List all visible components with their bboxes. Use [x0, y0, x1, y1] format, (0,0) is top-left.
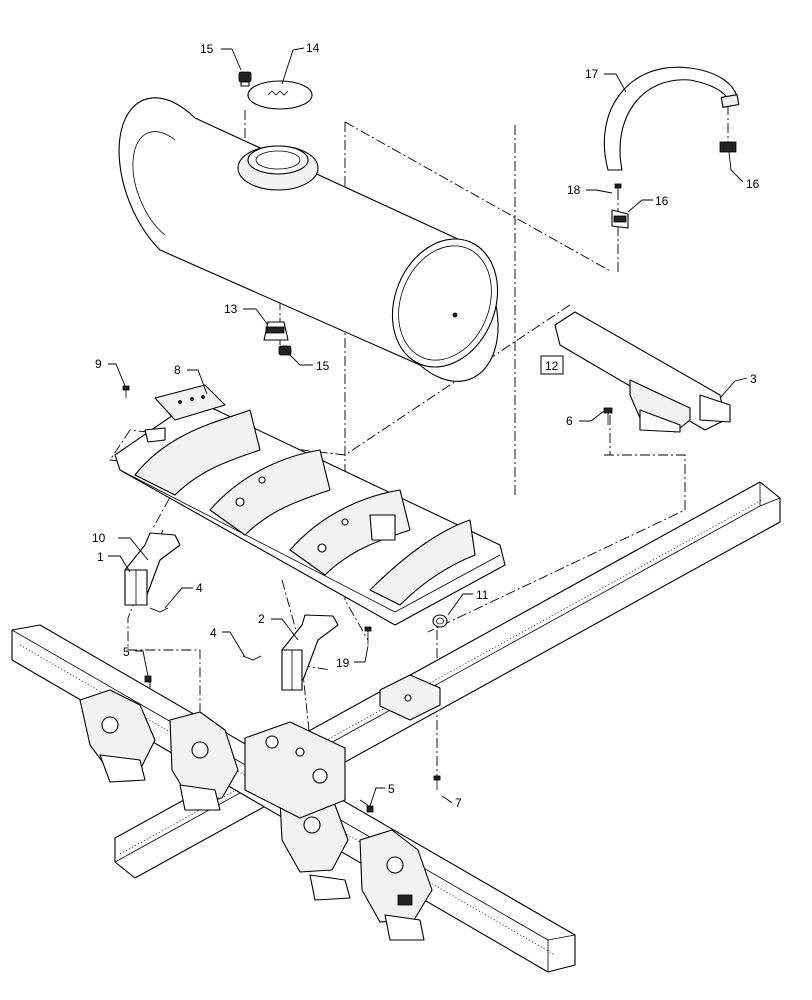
callout-13: 13	[224, 302, 238, 316]
callout-8: 8	[174, 363, 181, 377]
lid-fitting-top	[238, 71, 252, 87]
callout-11: 11	[476, 588, 489, 602]
hardware-bolt-5a	[144, 675, 152, 683]
callout-12-box	[540, 355, 564, 375]
callout-15-top: 15	[200, 42, 214, 56]
support-bracket-1	[124, 532, 181, 606]
callout-14: 14	[306, 41, 320, 55]
hardware-clip-4a	[149, 607, 169, 613]
callout-leaders	[108, 47, 748, 807]
hardware-washer-11	[432, 614, 448, 628]
strap-clip-upper	[719, 141, 737, 153]
callout-19: 19	[336, 656, 350, 670]
callout-16-center: 16	[655, 194, 669, 208]
hardware-bolt-5b	[366, 805, 374, 813]
tank	[118, 97, 499, 382]
hardware-bolt-19	[364, 626, 372, 645]
callout-15-bottom: 15	[316, 359, 330, 373]
callout-10: 10	[92, 531, 106, 545]
callout-6: 6	[566, 414, 573, 428]
hardware-bolt-7	[433, 775, 441, 790]
callout-9: 9	[95, 357, 102, 371]
callout-3: 3	[750, 372, 757, 386]
callout-labels: 15 14 17 16 18 16 13 15 9 8 3 6 10 1 4 2…	[92, 41, 760, 810]
callout-4-center: 4	[210, 626, 217, 640]
support-bracket-2	[281, 614, 339, 691]
strap-bolt	[614, 183, 622, 198]
bottom-nut	[278, 345, 292, 356]
hardware-bolt-9	[122, 385, 130, 398]
tank-cradle	[114, 384, 506, 626]
callout-5-left: 5	[123, 645, 130, 659]
tank-lid	[247, 80, 313, 110]
hardware-clip-4b	[242, 655, 262, 661]
callout-17: 17	[585, 67, 599, 81]
beam-bracket-plate	[379, 674, 441, 721]
strap-clip-lower	[611, 209, 629, 229]
hitch-assembly-left	[79, 689, 239, 811]
hardware-bolt-6	[603, 407, 613, 425]
callout-16-right: 16	[746, 177, 760, 191]
bottom-fitting	[263, 321, 289, 341]
center-mount-plate	[244, 721, 346, 819]
callout-7: 7	[455, 796, 462, 810]
tank-mount-bracket	[554, 311, 731, 433]
callout-4-left: 4	[196, 581, 203, 595]
callout-1: 1	[97, 550, 104, 564]
callout-5-right: 5	[388, 782, 395, 796]
tank-strap	[603, 66, 740, 171]
callout-12: 12	[545, 359, 559, 373]
callout-18: 18	[567, 183, 581, 197]
callout-2: 2	[258, 612, 265, 626]
